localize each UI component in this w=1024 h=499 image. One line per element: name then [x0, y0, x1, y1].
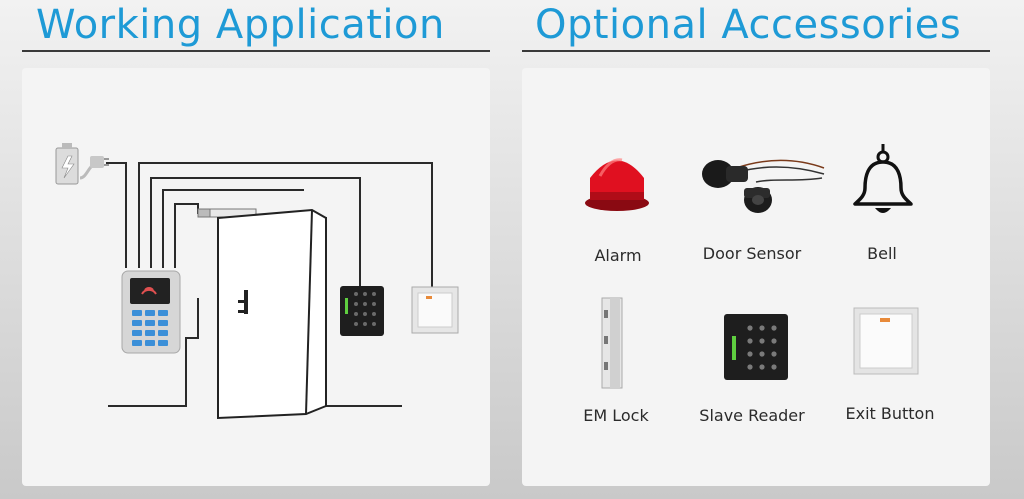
bell-icon	[853, 144, 913, 213]
alarm-icon	[585, 158, 649, 211]
accessory-label-slave-reader: Slave Reader	[699, 406, 805, 425]
accessory-label-alarm: Alarm	[594, 246, 642, 265]
accessory-label-exit-button: Exit Button	[845, 404, 935, 423]
door-drawing	[217, 208, 327, 420]
accessory-label-em-lock: EM Lock	[583, 406, 649, 425]
left-title-underline	[22, 50, 490, 52]
working-application-panel	[22, 68, 490, 486]
exit-button-icon	[853, 307, 919, 375]
optional-accessories-panel: Alarm Door Sensor Bell EM Lock	[522, 68, 990, 486]
working-application-title: Working Application	[36, 2, 445, 48]
exit-button-device	[411, 286, 459, 334]
door-sensor-icon	[702, 159, 825, 213]
em-lock-icon	[601, 297, 623, 389]
optional-accessories-title: Optional Accessories	[535, 2, 962, 48]
access-keypad-device	[121, 270, 181, 354]
right-title-underline	[522, 50, 990, 52]
card-reader-device	[340, 286, 384, 336]
accessory-label-door-sensor: Door Sensor	[702, 244, 802, 263]
accessory-label-bell: Bell	[867, 244, 897, 263]
slave-reader-icon	[724, 314, 788, 380]
power-supply-icon	[55, 143, 109, 185]
wiring-diagram	[55, 143, 459, 420]
